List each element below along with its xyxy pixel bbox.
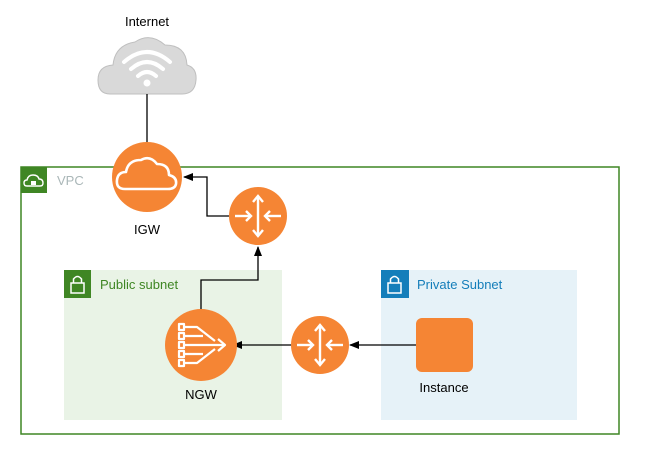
private-router[interactable] bbox=[291, 316, 349, 374]
internet-gateway-icon bbox=[112, 142, 182, 212]
igw-label: IGW bbox=[134, 222, 161, 237]
router-igw-arrow bbox=[183, 173, 229, 217]
router-icon bbox=[229, 187, 287, 245]
ngw-node[interactable]: NGW bbox=[165, 309, 237, 402]
vpc-container[interactable]: VPC bbox=[20, 166, 620, 435]
vpc-label: VPC bbox=[57, 173, 84, 188]
instance-label: Instance bbox=[419, 380, 468, 395]
ec2-instance-icon bbox=[416, 318, 473, 372]
cloud-wifi-icon bbox=[97, 37, 197, 95]
internet-node[interactable]: Internet bbox=[97, 14, 197, 95]
nat-gateway-icon bbox=[165, 309, 237, 381]
igw-node[interactable]: IGW bbox=[112, 142, 182, 237]
public-router[interactable] bbox=[229, 187, 287, 245]
lock-icon bbox=[381, 270, 409, 298]
internet-label: Internet bbox=[125, 14, 169, 29]
lock-icon bbox=[64, 270, 91, 298]
instance-node[interactable]: Instance bbox=[416, 318, 473, 395]
router-icon bbox=[291, 316, 349, 374]
private-subnet-label: Private Subnet bbox=[417, 277, 503, 292]
vpc-cloud-lock-icon bbox=[21, 167, 47, 193]
public-subnet-label: Public subnet bbox=[100, 277, 178, 292]
ngw-router-arrow bbox=[200, 246, 262, 315]
connectors bbox=[183, 173, 416, 349]
ngw-label: NGW bbox=[185, 387, 218, 402]
